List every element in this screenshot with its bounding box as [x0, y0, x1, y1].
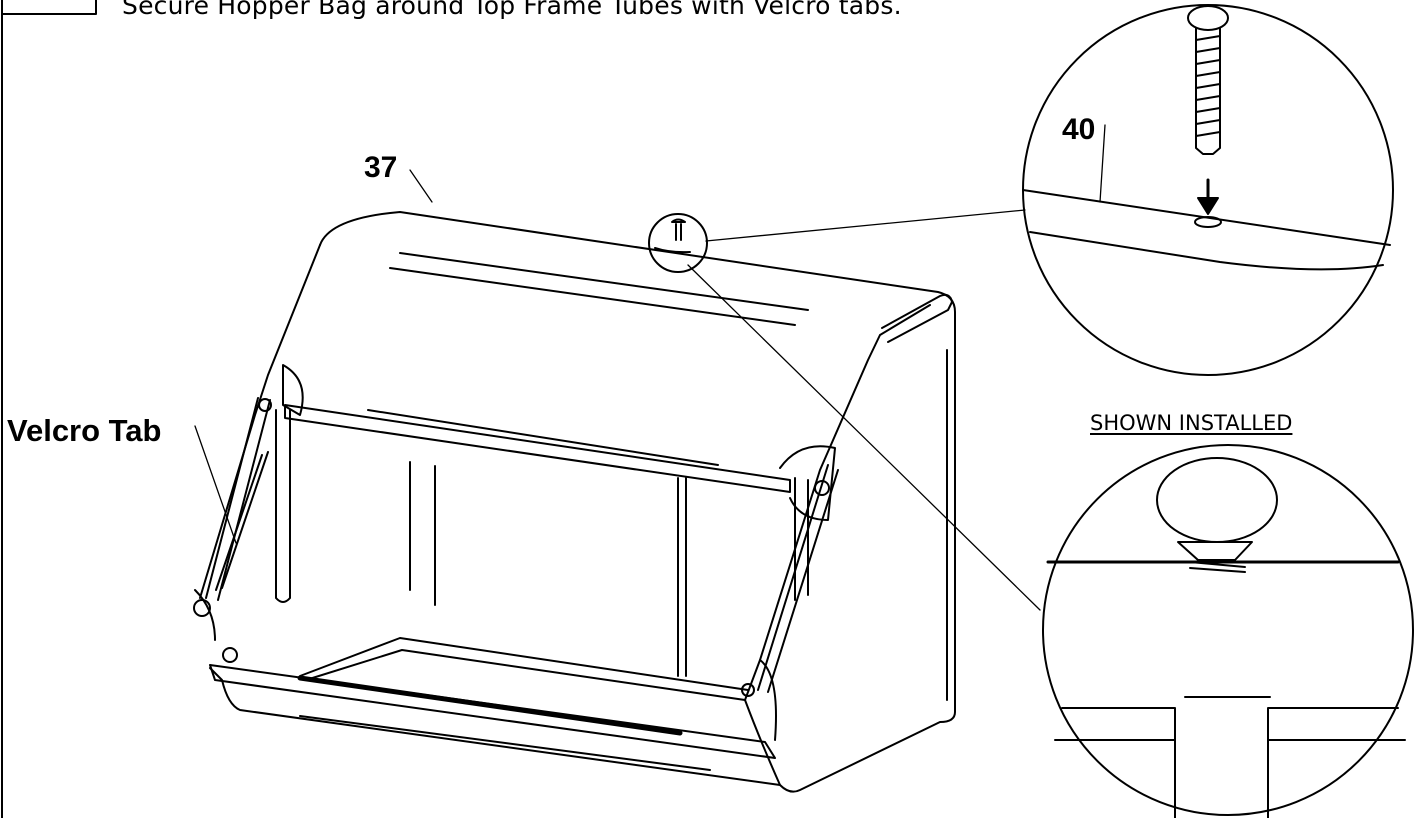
- left-hinge-disk: [282, 364, 304, 416]
- right-lower-hinge: [759, 659, 777, 741]
- bag-front-right-edge: [744, 304, 931, 786]
- installed-screw-head: [1156, 457, 1278, 543]
- small-slot: [654, 247, 691, 254]
- right-knob: [814, 480, 830, 496]
- leader-40: [1099, 124, 1106, 203]
- shown-installed-label: SHOWN INSTALLED: [1090, 411, 1293, 435]
- velcro-strap: [215, 451, 269, 591]
- leader-to-top-detail: [705, 209, 1026, 242]
- hole-slot: [1194, 216, 1222, 228]
- front-bottom-seam: [299, 715, 711, 771]
- screw-head: [1187, 5, 1229, 31]
- leader-37: [409, 169, 433, 203]
- left-pin-ring: [222, 647, 238, 663]
- left-diagonal-strut: [205, 397, 271, 601]
- detail-bottom: [1042, 444, 1414, 818]
- left-upright-tube: [275, 409, 291, 603]
- right-corner-knob: [741, 683, 755, 697]
- bottom-frame-back: [299, 637, 749, 691]
- callout-part-40: 40: [1062, 113, 1096, 146]
- top-tube-right: [881, 293, 953, 343]
- bottom-bar-dark: [297, 675, 683, 736]
- detail-circle-bottom: [1042, 444, 1414, 816]
- step-box: [1, 0, 97, 15]
- bottom-lip: [209, 664, 776, 759]
- inner-vertical-3: [677, 477, 687, 677]
- left-corner-hinge: [194, 589, 216, 641]
- detail-top-lower-edge: [1029, 231, 1384, 271]
- left-top-knob: [258, 398, 272, 412]
- detail-top: [1022, 4, 1394, 376]
- callout-part-37: 37: [364, 151, 398, 184]
- crossbar: [284, 404, 791, 493]
- leader-velcro: [194, 425, 237, 544]
- detail-circle-small: [648, 213, 708, 273]
- bottom-frame-inner: [305, 649, 746, 701]
- installed-screw-taper: [1177, 541, 1253, 561]
- bag-outline: [209, 211, 956, 793]
- top-seam-2: [389, 267, 796, 326]
- right-hinge-disk: [779, 445, 836, 521]
- callout-velcro-tab: Velcro Tab: [7, 413, 162, 448]
- install-arrowhead: [1197, 197, 1219, 215]
- top-seam-1: [399, 252, 809, 311]
- leader-to-bottom-detail: [687, 264, 1041, 611]
- right-upright-tube: [794, 477, 809, 601]
- instruction-text: Secure Hopper Bag around Top Frame Tubes…: [122, 0, 902, 20]
- left-knob: [193, 599, 211, 617]
- bag-front-left-edge: [199, 244, 321, 599]
- small-screw: [671, 218, 686, 241]
- installed-rail-side: [1054, 707, 1406, 818]
- screw-shank: [1195, 27, 1221, 155]
- right-diagonal-strut: [757, 464, 839, 693]
- mid-seam: [367, 409, 719, 466]
- screw-threads: [1195, 35, 1221, 137]
